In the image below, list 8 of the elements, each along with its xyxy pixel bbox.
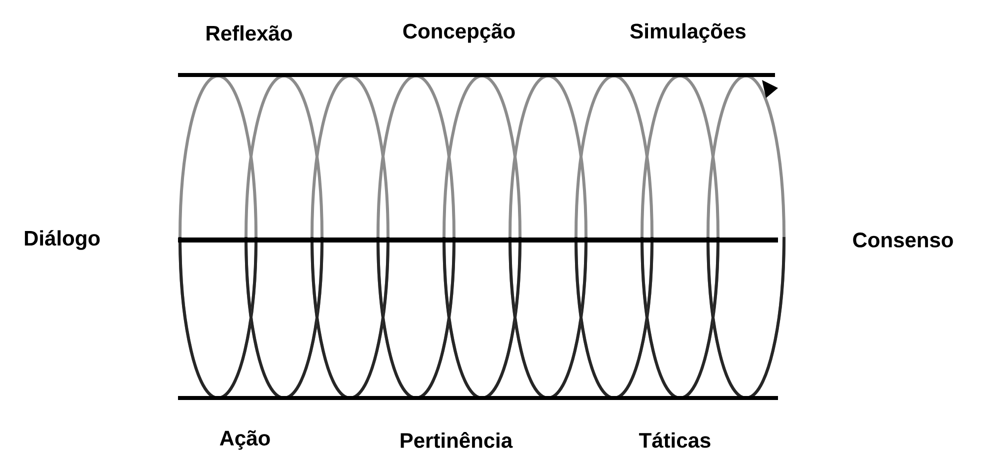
label: Diálogo [24, 230, 100, 250]
label: Táticas [639, 432, 710, 448]
label: Pertinência [400, 432, 513, 448]
label: Ação [220, 430, 270, 450]
label: Simulações [630, 23, 746, 43]
label: Consenso [853, 232, 953, 248]
label: Concepção [403, 23, 515, 43]
label: Reflexão [206, 25, 292, 41]
